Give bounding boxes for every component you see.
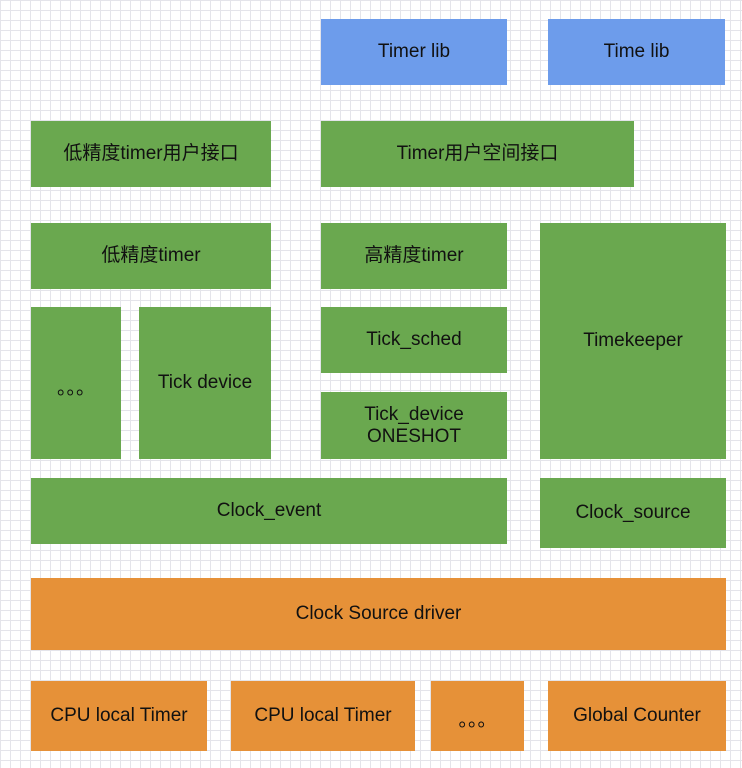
global-counter-box: Global Counter bbox=[548, 681, 726, 751]
high-res-timer-label: 高精度timer bbox=[364, 245, 464, 266]
timer-userspace-interface-label: Timer用户空间接口 bbox=[396, 143, 559, 164]
global-counter-label: Global Counter bbox=[573, 705, 701, 726]
low-res-timer-user-interface-box: 低精度timer用户接口 bbox=[31, 121, 271, 187]
tick-sched-label: Tick_sched bbox=[366, 329, 462, 350]
timer-lib-label: Timer lib bbox=[377, 41, 451, 62]
ellipsis-bottom-label: 。。。 bbox=[458, 710, 497, 731]
cpu-local-timer-box-1: CPU local Timer bbox=[31, 681, 207, 751]
clock-source-label: Clock_source bbox=[575, 502, 691, 523]
cpu-local-timer-label-2: CPU local Timer bbox=[254, 705, 392, 726]
time-lib-label: Time lib bbox=[603, 41, 670, 62]
tick-device-oneshot-box: Tick_device ONESHOT bbox=[321, 392, 507, 459]
ellipsis-left-label: 。。。 bbox=[56, 378, 95, 399]
timer-lib-box: Timer lib bbox=[321, 19, 507, 85]
tick-device-label: Tick device bbox=[157, 372, 253, 393]
tick-device-box: Tick device bbox=[139, 307, 271, 459]
cpu-local-timer-label-1: CPU local Timer bbox=[50, 705, 188, 726]
tick-sched-box: Tick_sched bbox=[321, 307, 507, 373]
clock-source-driver-box: Clock Source driver bbox=[31, 578, 726, 650]
timekeeper-box: Timekeeper bbox=[540, 223, 726, 459]
tick-device-oneshot-label-line2: ONESHOT bbox=[367, 425, 461, 447]
timekeeper-label: Timekeeper bbox=[583, 330, 683, 351]
clock-source-driver-label: Clock Source driver bbox=[295, 603, 462, 624]
ellipsis-left-box: 。。。 bbox=[31, 307, 121, 459]
low-res-timer-user-interface-label: 低精度timer用户接口 bbox=[63, 143, 239, 164]
clock-event-box: Clock_event bbox=[31, 478, 507, 544]
tick-device-oneshot-label-line1: Tick_device bbox=[364, 403, 464, 425]
clock-event-label: Clock_event bbox=[216, 500, 322, 521]
low-res-timer-box: 低精度timer bbox=[31, 223, 271, 289]
ellipsis-bottom-box: 。。。 bbox=[431, 681, 524, 751]
low-res-timer-label: 低精度timer bbox=[101, 245, 201, 266]
clock-source-box: Clock_source bbox=[540, 478, 726, 548]
high-res-timer-box: 高精度timer bbox=[321, 223, 507, 289]
timer-userspace-interface-box: Timer用户空间接口 bbox=[321, 121, 634, 187]
cpu-local-timer-box-2: CPU local Timer bbox=[231, 681, 415, 751]
time-lib-box: Time lib bbox=[548, 19, 725, 85]
